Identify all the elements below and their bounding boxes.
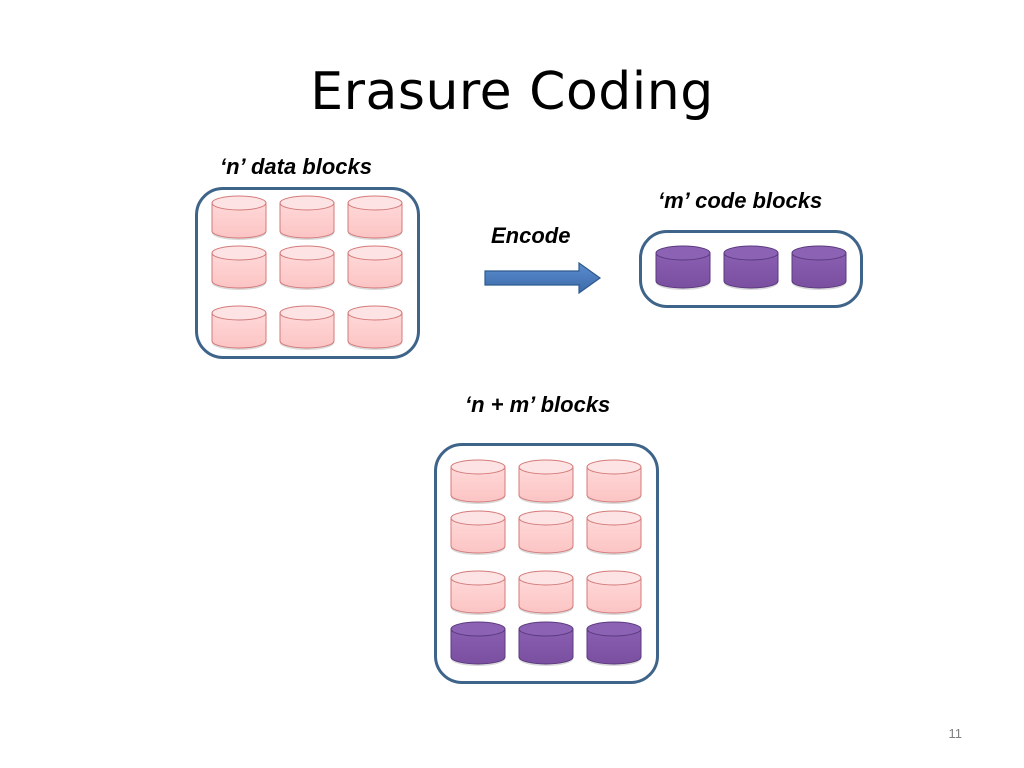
data-block-icon — [211, 195, 267, 240]
slide-title: Erasure Coding — [310, 62, 714, 122]
data-block-icon — [586, 459, 642, 504]
code-blocks-label: ‘m’ code blocks — [658, 188, 823, 213]
data-block-icon — [450, 510, 506, 555]
data-block-icon — [347, 305, 403, 350]
data-block-icon — [518, 459, 574, 504]
code-block-icon — [655, 245, 711, 290]
data-block-icon — [211, 305, 267, 350]
data-block-icon — [586, 510, 642, 555]
combined-blocks-label: ‘n + m’ blocks — [465, 392, 611, 417]
data-block-icon — [279, 195, 335, 240]
data-block-icon — [450, 570, 506, 615]
data-block-icon — [518, 570, 574, 615]
code-block-icon — [518, 621, 574, 666]
data-block-icon — [450, 459, 506, 504]
data-block-icon — [518, 510, 574, 555]
data-block-icon — [279, 245, 335, 290]
code-block-icon — [586, 621, 642, 666]
code-block-icon — [723, 245, 779, 290]
encode-label: Encode — [491, 223, 571, 248]
code-block-icon — [791, 245, 847, 290]
data-block-icon — [347, 195, 403, 240]
page-number: 11 — [948, 726, 963, 741]
data-block-icon — [347, 245, 403, 290]
data-block-icon — [211, 245, 267, 290]
data-block-icon — [279, 305, 335, 350]
data-block-icon — [586, 570, 642, 615]
data-blocks-label: ‘n’ data blocks — [220, 154, 373, 179]
code-block-icon — [450, 621, 506, 666]
encode-arrow-icon — [484, 262, 602, 294]
